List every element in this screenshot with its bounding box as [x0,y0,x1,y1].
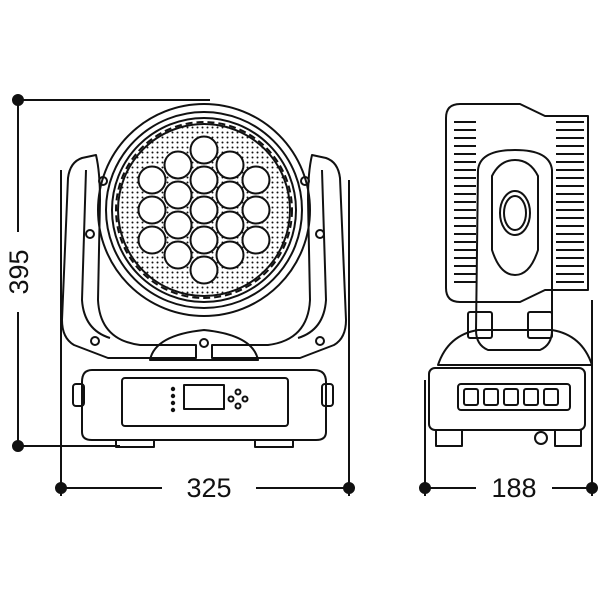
display-buttons [170,386,176,413]
height-dot-bottom [12,440,24,452]
yoke-right-arm-inner [297,169,327,339]
tilt-motor-cover-inner [503,195,527,231]
tilt-motor-cover [499,190,531,236]
led-lens [215,240,245,270]
display-button[interactable] [170,386,176,392]
connector-socket [543,388,559,406]
led-lens [215,150,245,180]
led-lens [189,255,219,285]
depth-label: 188 [491,473,536,503]
yoke-screw-left-low [90,336,100,346]
led-lens [137,195,167,225]
led-lens [241,165,271,195]
base-body [81,369,327,441]
connector-socket [483,388,499,406]
led-lens [189,195,219,225]
width-label: 325 [186,473,231,503]
yoke-screw-right-mid [315,229,325,239]
head-ring-3 [111,117,297,303]
depth-dot-right [586,482,598,494]
yoke-side-arm [475,149,553,351]
depth-dot-left [419,482,431,494]
front-view [61,103,347,448]
width-dot-right [343,482,355,494]
led-lens [215,180,245,210]
side-bridge [437,329,593,366]
yoke-screw-center [199,338,209,348]
led-lens [163,180,193,210]
head-outer-ring [97,103,311,317]
connectors [463,388,559,406]
nav-button-up[interactable] [234,388,242,396]
led-lens [137,225,167,255]
display-button[interactable] [170,407,176,413]
connector-socket [503,388,519,406]
lcd-display [183,384,225,410]
connector-socket [523,388,539,406]
led-lens [163,150,193,180]
nav-button-right[interactable] [241,395,249,403]
side-view [428,103,593,447]
connector-panel [457,383,571,411]
nav-button-left[interactable] [227,395,235,403]
led-array [137,135,271,285]
led-lens [137,165,167,195]
control-panel [121,377,289,427]
nav-button-down[interactable] [234,402,242,410]
yoke-screw-left-mid [85,229,95,239]
led-lens [163,240,193,270]
side-clip-right [527,311,553,339]
display-button[interactable] [170,393,176,399]
led-lens [189,135,219,165]
led-lens [189,165,219,195]
nav-buttons [227,388,249,410]
yoke-screw-right-low [315,336,325,346]
dimension-depth [419,300,598,496]
dimension-height [12,94,210,452]
led-lens [241,225,271,255]
head-ring-2 [105,111,303,309]
led-lens [189,225,219,255]
yoke-bridge [149,329,259,361]
led-lens [241,195,271,225]
head-scallop-ring [115,121,293,299]
width-dot-left [55,482,67,494]
side-clip-left [467,311,493,339]
led-lens [215,210,245,240]
base-foot-left [115,439,155,448]
height-label: 395 [4,249,34,294]
safety-eyelet [534,431,548,445]
height-dot-top [12,94,24,106]
yoke-left-arm-inner [81,169,111,339]
led-lens [163,210,193,240]
dimension-width [55,170,355,496]
base-handle-right [321,383,334,407]
yoke-side-arm-inner [491,159,539,276]
base-side-foot-right [554,429,582,447]
base-foot-right [254,439,294,448]
base-side-body [428,367,586,431]
connector-socket [463,388,479,406]
cooling-fins [454,121,584,283]
head-side-housing [445,103,589,303]
base-side-foot-left [435,429,463,447]
display-button[interactable] [170,400,176,406]
base-handle-left [72,383,85,407]
